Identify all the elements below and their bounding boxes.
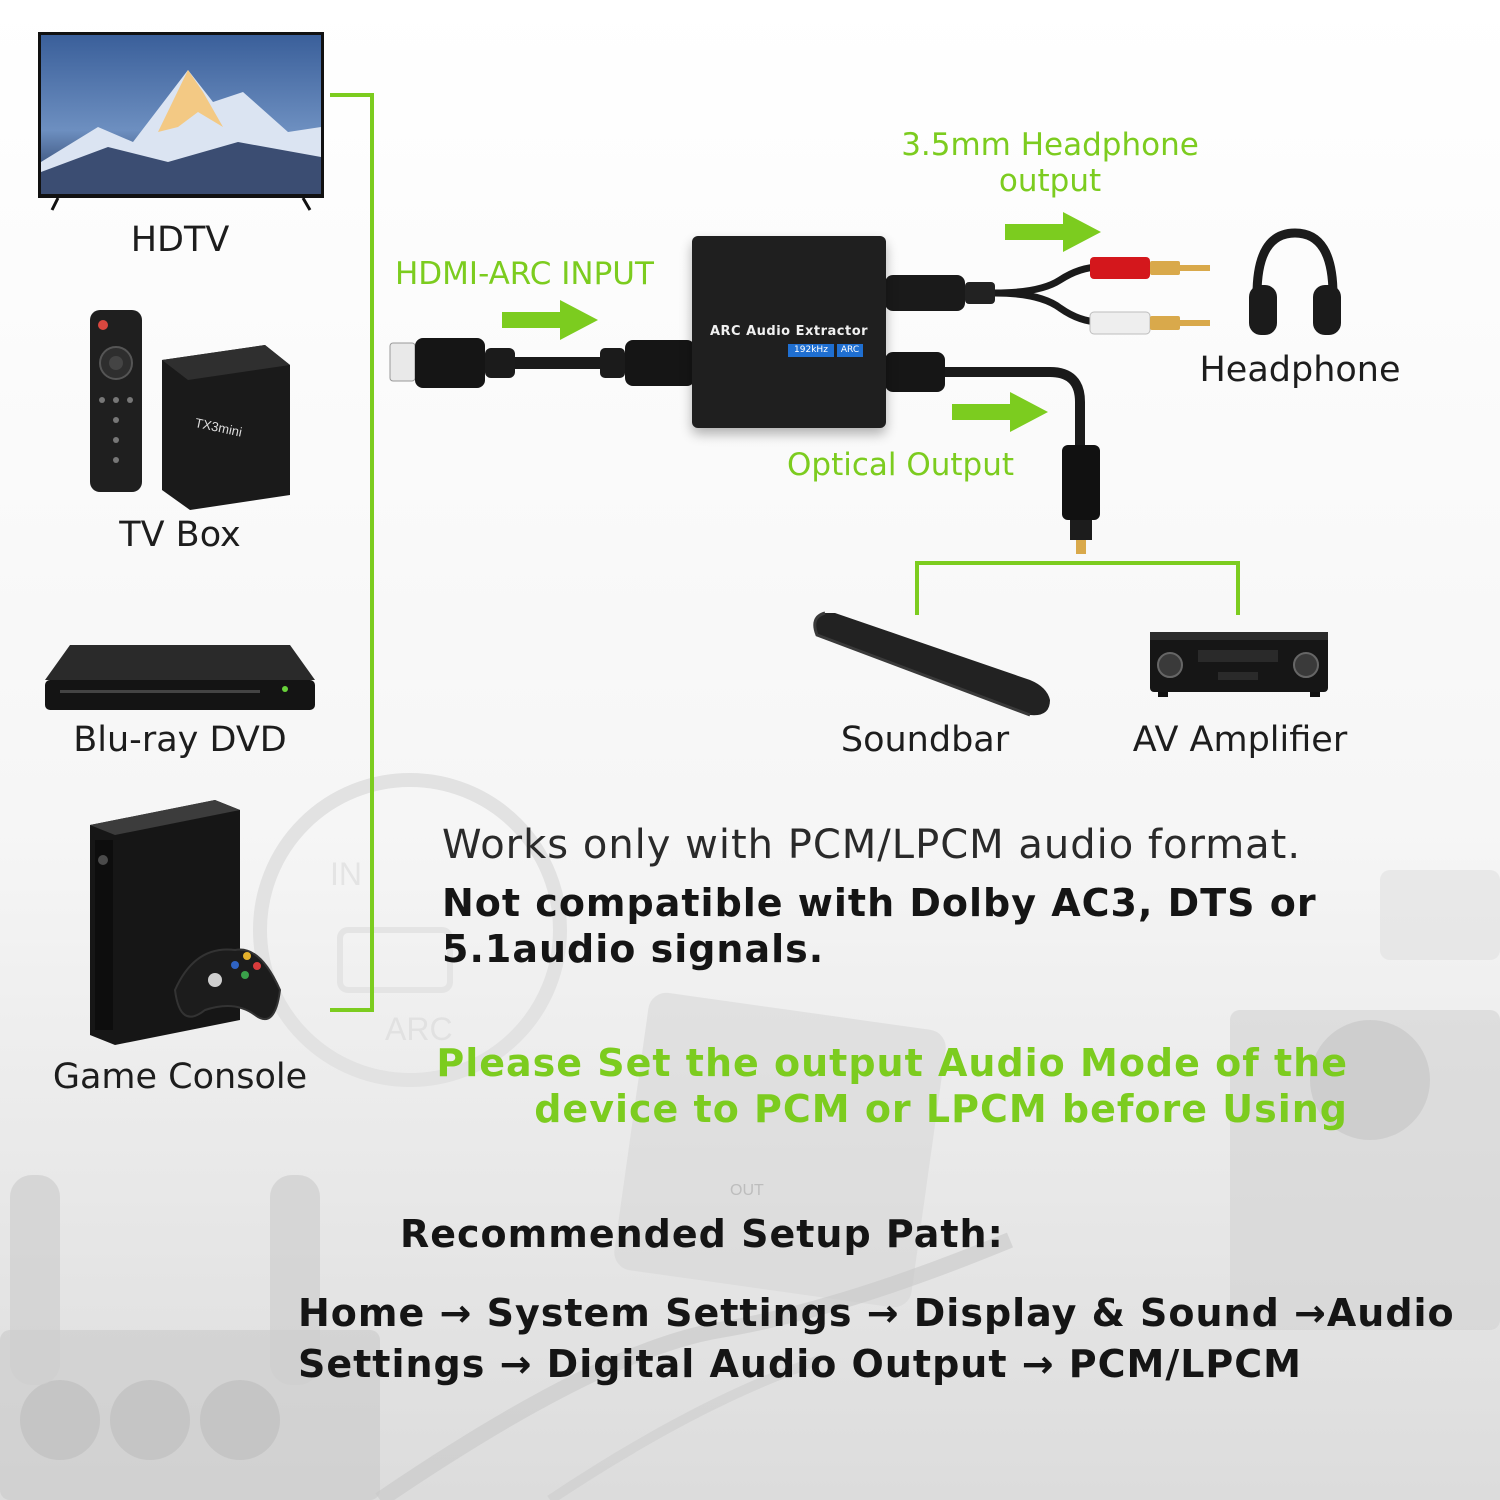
bluray-label: Blu-ray DVD (73, 720, 287, 760)
arc-audio-extractor: ARC Audio Extractor 192kHz ARC (692, 236, 886, 428)
badge-frequency: 192kHz (788, 344, 834, 357)
headphone-arrow-icon (1005, 212, 1101, 252)
game-console-label: Game Console (52, 1057, 308, 1097)
headphone-icon (1249, 228, 1341, 335)
av-amplifier-label: AV Amplifier (1132, 720, 1348, 760)
rca-red-plug-icon (1090, 257, 1150, 279)
optical-output-label: Optical Output (787, 447, 1015, 483)
source-bracket (330, 93, 374, 1012)
hdmi-connector-icon (389, 342, 416, 382)
toslink-plug-icon (1062, 445, 1100, 520)
extractor-name: ARC Audio Extractor (709, 324, 869, 339)
rca-white-plug-icon (1089, 311, 1151, 335)
soundbar-image (813, 611, 1050, 717)
hdmi-input-label: HDMI-ARC INPUT (395, 256, 654, 292)
badge-arc: ARC (837, 344, 863, 357)
hdmi-arrow-icon (502, 300, 598, 340)
hdtv-label: HDTV (130, 220, 230, 260)
headphone-output-label-line2: output (998, 163, 1102, 199)
av-amplifier-image (1150, 632, 1328, 697)
incompatible-note-line2: 5.1audio signals. (442, 927, 825, 971)
tv-box-image: TX3mini (90, 310, 290, 510)
incompatible-note-line1: Not compatible with Dolby AC3, DTS or (442, 881, 1317, 925)
optical-split-bracket (915, 561, 1240, 615)
game-console-image (90, 800, 282, 1045)
bluray-image (45, 645, 315, 710)
bg-label-in: IN (330, 856, 362, 892)
setup-path-title: Recommended Setup Path: (400, 1212, 1004, 1256)
cable-assembly (389, 257, 1210, 554)
soundbar-label: Soundbar (840, 720, 1010, 760)
incompatible-note: Not compatible with Dolby AC3, DTS or 5.… (442, 880, 1442, 972)
setup-path: Home → System Settings → Display & Sound… (298, 1288, 1493, 1390)
set-mode-note-line1: Please Set the output Audio Mode of the (436, 1041, 1348, 1085)
bg-label-out: OUT (730, 1182, 764, 1199)
setup-path-line1: Home → System Settings → Display & Sound… (298, 1291, 1455, 1335)
headphone-output-label-line1: 3.5mm Headphone (901, 127, 1199, 163)
headphone-output-label: 3.5mm Headphone output (880, 127, 1220, 199)
optical-arrow-icon (952, 392, 1048, 432)
tv-box-label: TV Box (119, 515, 241, 555)
bg-label-arc: ARC (385, 1011, 453, 1047)
set-mode-note: Please Set the output Audio Mode of the … (400, 1040, 1348, 1132)
headphone-label: Headphone (1199, 350, 1401, 390)
hdtv-image (38, 32, 324, 211)
set-mode-note-line2: device to PCM or LPCM before Using (534, 1087, 1348, 1131)
setup-path-line2: Settings → Digital Audio Output → PCM/LP… (298, 1342, 1302, 1386)
pcm-only-note: Works only with PCM/LPCM audio format. (442, 822, 1302, 868)
